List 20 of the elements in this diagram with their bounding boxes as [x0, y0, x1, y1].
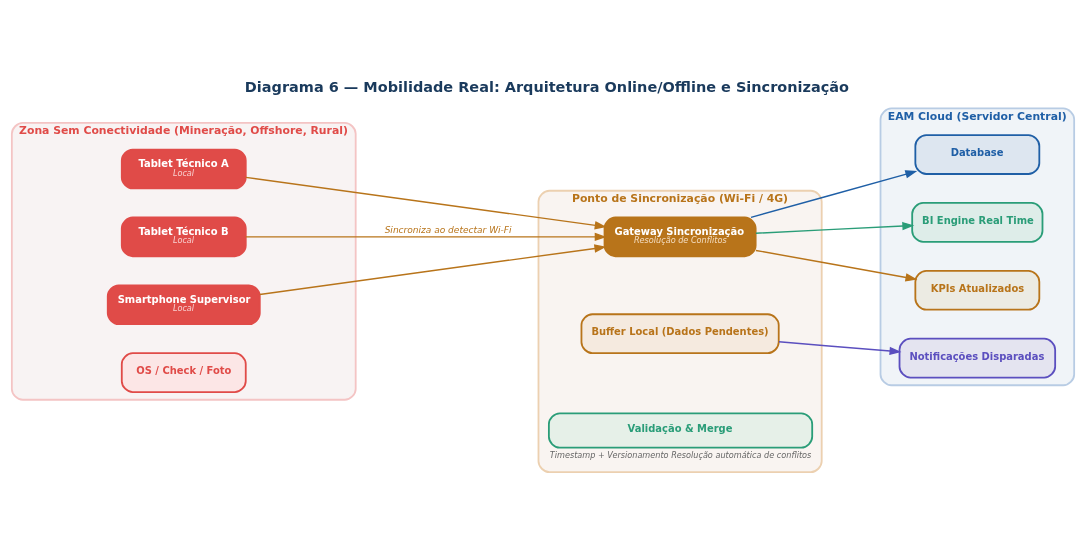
node-box: Tablet Técnico A Local	[120, 148, 247, 189]
node-label: Timestamp + Versionamento Resolução automática de conflitos	[549, 449, 812, 460]
arrow	[778, 340, 902, 355]
arrow	[750, 169, 918, 218]
arrow	[755, 221, 915, 234]
edge-label: Sincroniza ao detectar Wi-Fi	[384, 224, 512, 235]
arrow	[755, 249, 918, 282]
node-box: OS / Check / Foto	[120, 351, 247, 393]
node-box: Gateway Sincronização Resolução de Conflitos	[603, 216, 757, 257]
node-box: Buffer Local (Dados Pendentes)	[580, 312, 780, 354]
arrow	[245, 176, 607, 229]
node-box: BI Engine Real Time	[911, 201, 1044, 243]
node-box: KPIs Atualizados	[914, 269, 1041, 311]
diagram-title: Diagrama 6 — Mobilidade Real: Arquitetura Online/Offline e Sincronização	[244, 78, 849, 95]
arrow	[259, 243, 607, 295]
arrow	[245, 232, 607, 241]
node-box: Notificações Disparadas	[898, 337, 1057, 378]
node-box: Database	[914, 133, 1041, 175]
node-box: Smartphone Supervisor Local	[106, 283, 261, 325]
node-box: Tablet Técnico B Local	[120, 216, 247, 257]
